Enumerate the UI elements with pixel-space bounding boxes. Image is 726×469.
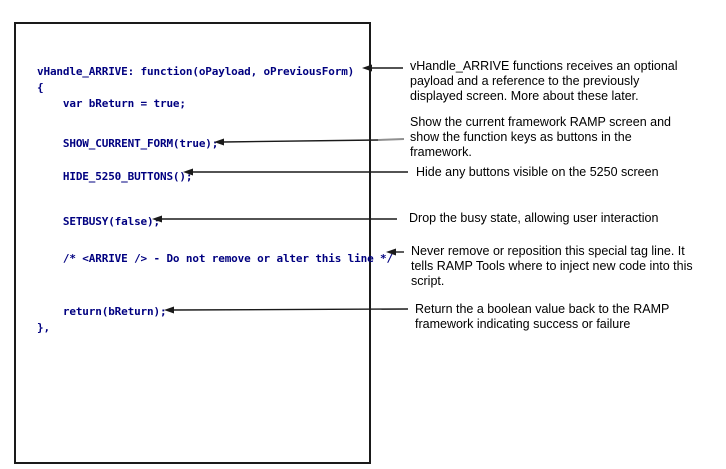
- annotation-text: Hide any buttons visible on the 5250 scr…: [416, 165, 659, 179]
- annotation-text: script.: [411, 274, 445, 288]
- annotation-show-current-form: Show the current framework RAMP screen a…: [410, 115, 671, 160]
- code-line-arrive-tag-comment: /* <ARRIVE /> - Do not remove or alter t…: [37, 252, 393, 265]
- annotation-text: Never remove or reposition this special …: [411, 244, 685, 258]
- annotation-text: Return the a boolean value back to the R…: [415, 302, 670, 316]
- code-line-setbusy: SETBUSY(false);: [37, 215, 160, 228]
- code-line-return: return(bReturn);: [37, 305, 167, 318]
- annotation-text: framework.: [410, 145, 472, 159]
- annotation-arrive-function: vHandle_ARRIVE functions receives an opt…: [410, 59, 678, 104]
- annotation-text: show the function keys as buttons in the: [410, 130, 632, 144]
- annotation-text: payload and a reference to the previousl…: [410, 74, 640, 88]
- annotation-arrive-tag: Never remove or reposition this special …: [411, 244, 693, 289]
- code-line-hide-5250-buttons: HIDE_5250_BUTTONS();: [37, 170, 193, 183]
- annotation-text: framework indicating success or failure: [415, 317, 631, 331]
- annotation-setbusy: Drop the busy state, allowing user inter…: [409, 211, 658, 226]
- code-line-close-brace: },: [37, 321, 50, 334]
- annotation-hide-5250-buttons: Hide any buttons visible on the 5250 scr…: [416, 165, 659, 180]
- annotation-text: Drop the busy state, allowing user inter…: [409, 211, 659, 225]
- annotation-text: tells RAMP Tools where to inject new cod…: [411, 259, 693, 273]
- code-line-function-declaration: vHandle_ARRIVE: function(oPayload, oPrev…: [37, 65, 355, 78]
- annotation-return: Return the a boolean value back to the R…: [415, 302, 669, 332]
- annotation-text: Show the current framework RAMP screen a…: [410, 115, 671, 129]
- code-line-open-brace: {: [37, 81, 44, 94]
- code-line-show-current-form: SHOW_CURRENT_FORM(true);: [37, 137, 219, 150]
- annotation-text: displayed screen. More about these later…: [410, 89, 639, 103]
- code-line-var-breturn: var bReturn = true;: [37, 97, 186, 110]
- code-box: vHandle_ARRIVE: function(oPayload, oPrev…: [14, 22, 393, 464]
- annotation-text: vHandle_ARRIVE functions receives an opt…: [410, 59, 678, 73]
